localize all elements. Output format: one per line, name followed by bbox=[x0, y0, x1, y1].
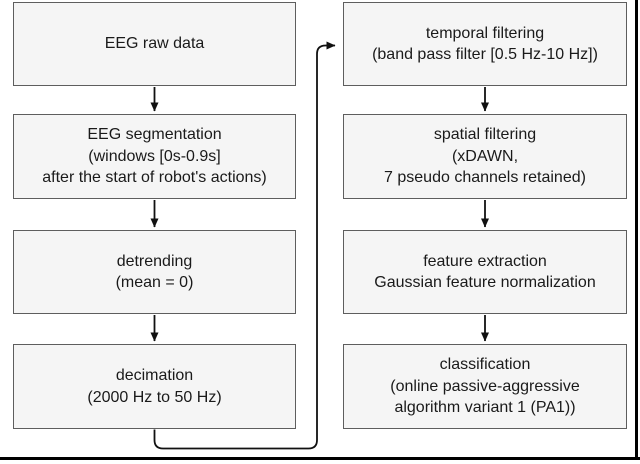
node-label-line: (mean = 0) bbox=[115, 274, 194, 291]
node-label-line: Gaussian feature normalization bbox=[374, 274, 596, 291]
node-label-line: 7 pseudo channels retained) bbox=[384, 169, 586, 187]
node-label-line: decimation bbox=[115, 367, 194, 384]
node-label-line: after the start of robot's actions) bbox=[42, 169, 267, 187]
node-feature-extraction: feature extraction Gaussian feature norm… bbox=[343, 230, 627, 314]
node-classification: classification (online passive-aggressiv… bbox=[343, 344, 627, 429]
node-label-line: EEG segmentation bbox=[87, 126, 222, 144]
node-spatial-filtering: spatial filtering (xDAWN, 7 pseudo chann… bbox=[343, 114, 627, 199]
node-label-line: EEG raw data bbox=[104, 35, 205, 53]
node-label-line: feature extraction bbox=[423, 252, 547, 270]
node-temporal-filtering: temporal filtering (band pass filter [0.… bbox=[343, 2, 627, 86]
node-eeg-raw-data: EEG raw data bbox=[13, 2, 296, 86]
node-detrending: detrending (mean = 0) bbox=[13, 230, 296, 314]
node-label-line: temporal filtering bbox=[425, 24, 545, 42]
node-label-line: (windows [0s-0.9s] bbox=[88, 147, 221, 165]
node-label-line: (2000 Hz to 50 Hz) bbox=[87, 388, 222, 406]
node-label-line: spatial filtering bbox=[433, 126, 537, 144]
node-label-line: algorithm variant 1 (PA1)) bbox=[394, 399, 576, 417]
node-decimation: decimation (2000 Hz to 50 Hz) bbox=[13, 344, 296, 429]
node-label-line: (xDAWN, bbox=[451, 147, 519, 165]
figure-right-border bbox=[635, 0, 638, 459]
node-eeg-segmentation: EEG segmentation (windows [0s-0.9s] afte… bbox=[13, 114, 296, 199]
figure-bottom-border bbox=[0, 456, 640, 460]
node-label-line: (band pass filter [0.5 Hz-10 Hz]) bbox=[372, 46, 598, 63]
node-label-line: detrending bbox=[116, 252, 193, 270]
node-label-line: (online passive-aggressive bbox=[390, 377, 580, 395]
node-label-line: classification bbox=[439, 356, 531, 374]
